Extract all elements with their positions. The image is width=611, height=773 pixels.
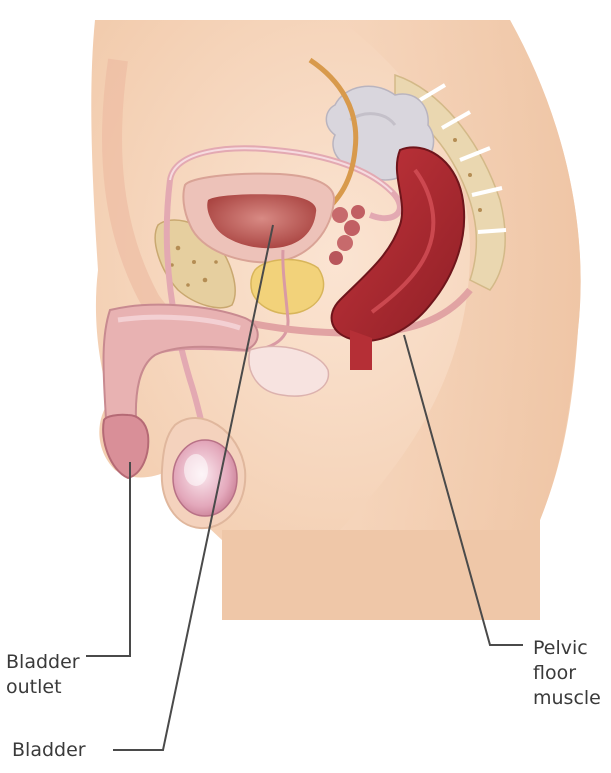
label-pelvic-floor-line-2: floor bbox=[533, 661, 601, 686]
label-bladder: Bladder bbox=[12, 738, 86, 763]
label-bladder-outlet: Bladder outlet bbox=[6, 650, 80, 700]
label-pelvic-floor-line-1: Pelvic bbox=[533, 636, 601, 661]
label-pelvic-floor-line-3: muscle bbox=[533, 686, 601, 711]
label-pelvic-floor-muscle: Pelvic floor muscle bbox=[533, 636, 601, 711]
leader-line-bladder-outlet bbox=[86, 462, 130, 656]
label-bladder-outlet-line-2: outlet bbox=[6, 675, 80, 700]
label-bladder-outlet-line-1: Bladder bbox=[6, 650, 80, 675]
